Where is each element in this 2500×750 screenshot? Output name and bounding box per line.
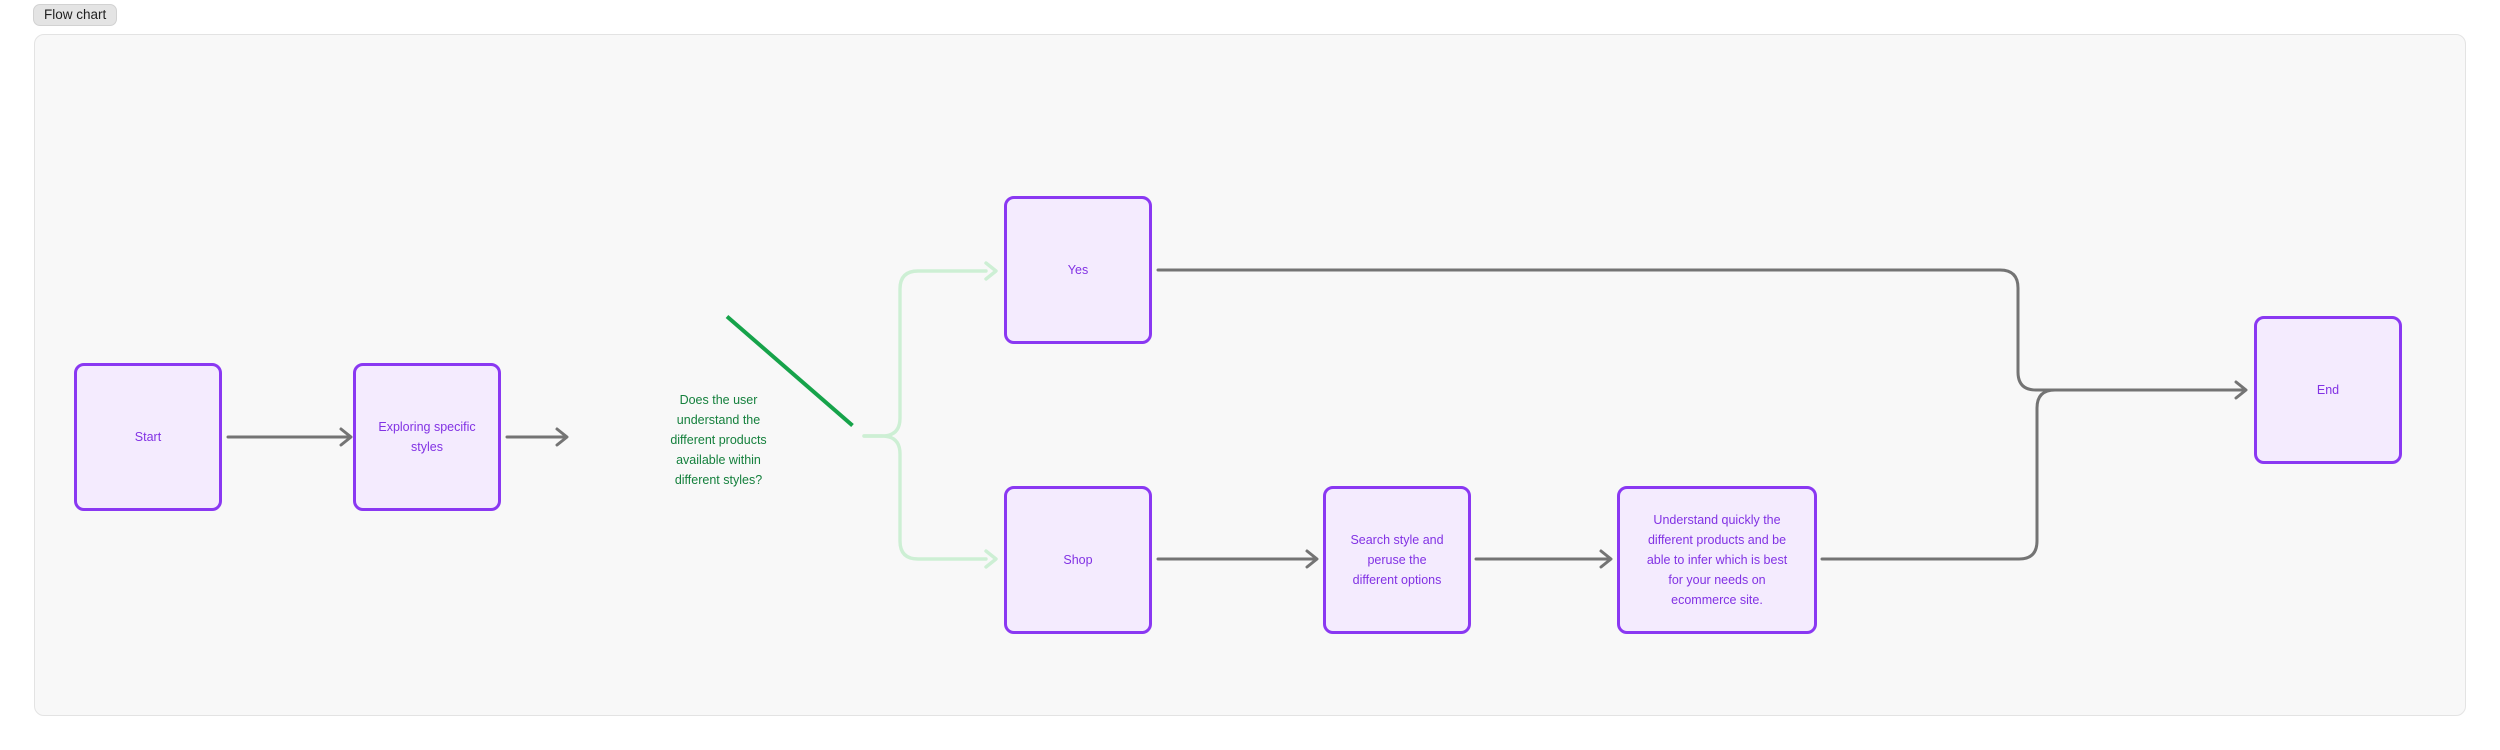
node-yes[interactable]: Yes (1004, 196, 1152, 344)
flowchart-canvas[interactable]: Start Exploring specific styles Does the… (34, 34, 2466, 716)
node-understand-label-line: Understand quickly the (1653, 513, 1781, 527)
connector-layer (226, 261, 2248, 569)
page-title-badge[interactable]: Flow chart (33, 4, 118, 26)
connector-decision-shop-arrowhead (984, 549, 998, 569)
connector-decision-yes-arrowhead (984, 261, 998, 281)
connector-search-understand-arrowhead (1599, 549, 1613, 569)
node-understand-label-line: ecommerce site. (1671, 593, 1763, 607)
node-exploring[interactable]: Exploring specific styles (353, 363, 501, 511)
connector-start-exploring-arrowhead (339, 427, 353, 447)
decision-diamond-shape[interactable] (725, 314, 854, 428)
node-understand-label-line: able to infer which is best (1646, 553, 1788, 567)
node-shop[interactable]: Shop (1004, 486, 1152, 634)
node-understand[interactable]: Understand quickly the different product… (1617, 486, 1817, 634)
node-understand-label-line: different products and be (1647, 533, 1787, 547)
node-search-label-line: Search style and (1350, 533, 1444, 547)
node-exploring-label-line: styles (411, 440, 443, 454)
node-end-label: End (2316, 383, 2340, 397)
node-understand-label-line: for your needs on (1668, 573, 1766, 587)
node-exploring-label-line: Exploring specific (378, 420, 476, 434)
node-start[interactable]: Start (74, 363, 222, 511)
connector-decision-shop[interactable] (862, 434, 988, 561)
connector-yes-end[interactable] (1156, 268, 2247, 392)
node-search-label-line: different options (1352, 573, 1442, 587)
connector-decision-yes[interactable] (862, 269, 988, 438)
node-shop-label: Shop (1063, 553, 1093, 567)
connector-exploring-decision-arrowhead (555, 427, 569, 447)
node-start-label: Start (134, 430, 162, 444)
node-yes-label: Yes (1067, 263, 1089, 277)
node-search[interactable]: Search style and peruse the different op… (1323, 486, 1471, 634)
node-search-label-line: peruse the (1367, 553, 1427, 567)
connector-understand-end[interactable] (1820, 388, 2057, 561)
connector-yes-end-arrowhead (2234, 380, 2248, 400)
node-end[interactable]: End (2254, 316, 2402, 464)
connector-shop-search-arrowhead (1305, 549, 1319, 569)
